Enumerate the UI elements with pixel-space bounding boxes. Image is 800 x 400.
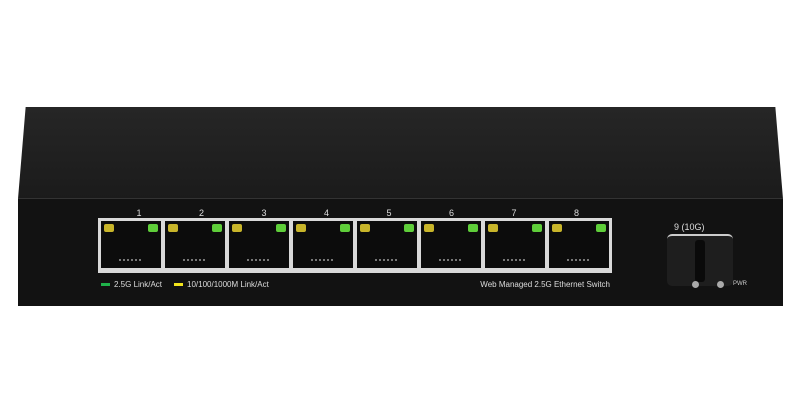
rj45-port[interactable] bbox=[485, 221, 545, 268]
rj45-port[interactable] bbox=[165, 221, 225, 268]
legend-label: 2.5G Link/Act bbox=[114, 280, 163, 289]
port-number: 1 bbox=[136, 208, 142, 218]
power-led-icon bbox=[717, 281, 724, 288]
port-pins bbox=[183, 259, 205, 263]
port-number: 8 bbox=[573, 208, 579, 218]
green-led-icon bbox=[404, 224, 414, 232]
yellow-led-icon bbox=[104, 224, 114, 232]
rj45-port[interactable] bbox=[421, 221, 481, 268]
yellow-led-icon bbox=[296, 224, 306, 232]
green-led-icon bbox=[148, 224, 158, 232]
sfp-port-label: 9 (10G) bbox=[674, 222, 705, 232]
green-led-icon bbox=[340, 224, 350, 232]
rj45-port[interactable] bbox=[293, 221, 353, 268]
rj45-port[interactable] bbox=[549, 221, 609, 268]
port-pins bbox=[439, 259, 461, 263]
port-number: 7 bbox=[511, 208, 517, 218]
rj45-port[interactable] bbox=[357, 221, 417, 268]
rj45-port[interactable] bbox=[101, 221, 161, 268]
port-pins bbox=[503, 259, 525, 263]
sfp-port[interactable] bbox=[667, 234, 733, 286]
yellow-led-icon bbox=[360, 224, 370, 232]
port-pins bbox=[119, 259, 141, 263]
port-pins bbox=[311, 259, 333, 263]
port-pins bbox=[247, 259, 269, 263]
port-number: 4 bbox=[323, 208, 329, 218]
model-text: Web Managed 2.5G Ethernet Switch bbox=[480, 280, 610, 289]
yellow-led-icon bbox=[488, 224, 498, 232]
legend-label: 10/100/1000M Link/Act bbox=[187, 280, 269, 289]
port-frame bbox=[98, 218, 612, 273]
legend-2-5g: 2.5G Link/Act bbox=[101, 280, 162, 289]
yellow-swatch-icon bbox=[174, 283, 183, 286]
port-number: 5 bbox=[386, 208, 392, 218]
port-number: 6 bbox=[448, 208, 454, 218]
port-pins bbox=[375, 259, 397, 263]
rj45-port[interactable] bbox=[229, 221, 289, 268]
yellow-led-icon bbox=[552, 224, 562, 232]
green-led-icon bbox=[532, 224, 542, 232]
green-led-icon bbox=[596, 224, 606, 232]
green-led-icon bbox=[212, 224, 222, 232]
sfp-led-icon bbox=[692, 281, 699, 288]
green-led-icon bbox=[468, 224, 478, 232]
port-number: 3 bbox=[261, 208, 267, 218]
sfp-dust-cover bbox=[695, 240, 705, 282]
green-led-icon bbox=[276, 224, 286, 232]
yellow-led-icon bbox=[232, 224, 242, 232]
yellow-led-icon bbox=[168, 224, 178, 232]
port-number: 2 bbox=[198, 208, 204, 218]
yellow-led-icon bbox=[424, 224, 434, 232]
port-pins bbox=[567, 259, 589, 263]
switch-top-surface bbox=[18, 107, 783, 199]
green-swatch-icon bbox=[101, 283, 110, 286]
legend-1g: 10/100/1000M Link/Act bbox=[174, 280, 269, 289]
power-label: PWR bbox=[733, 281, 747, 287]
